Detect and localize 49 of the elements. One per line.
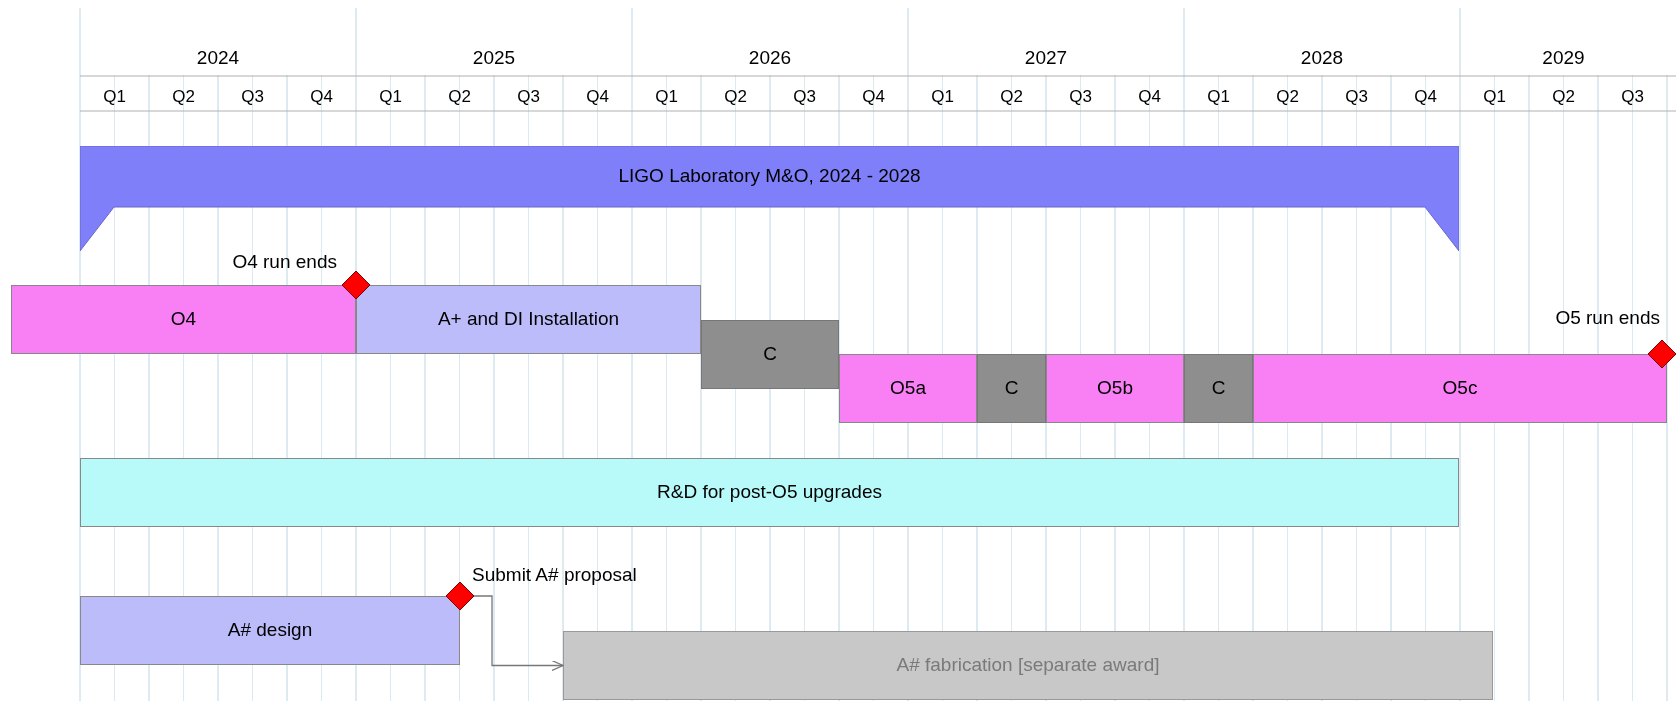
commissioning-bar: C bbox=[977, 354, 1046, 423]
milestone-label: O4 run ends bbox=[232, 252, 337, 271]
quarter-label: Q3 bbox=[1068, 86, 1093, 108]
commissioning-bar: C bbox=[701, 320, 839, 389]
run-bar: O5c bbox=[1253, 354, 1667, 423]
year-label: 2026 bbox=[747, 46, 793, 70]
commissioning-bar: C bbox=[1184, 354, 1253, 423]
task-bar: R&D for post-O5 upgrades bbox=[80, 458, 1459, 527]
quarter-label: Q1 bbox=[102, 86, 127, 108]
run-bar: O4 bbox=[11, 285, 356, 354]
milestone-label: O5 run ends bbox=[1555, 308, 1660, 327]
run-bar: O5b bbox=[1046, 354, 1184, 423]
task-bar: A# fabrication [separate award] bbox=[563, 631, 1493, 700]
quarter-label: Q3 bbox=[516, 86, 541, 108]
quarter-label: Q2 bbox=[1551, 86, 1576, 108]
quarter-label: Q4 bbox=[861, 86, 886, 108]
quarter-label: Q2 bbox=[171, 86, 196, 108]
quarter-label: Q3 bbox=[1620, 86, 1645, 108]
program-band bbox=[80, 146, 1459, 251]
band-label: LIGO Laboratory M&O, 2024 - 2028 bbox=[618, 164, 921, 189]
task-bar: A+ and DI Installation bbox=[356, 285, 701, 354]
quarter-label: Q1 bbox=[654, 86, 679, 108]
year-label: 2029 bbox=[1541, 46, 1586, 70]
quarter-label: Q1 bbox=[1206, 86, 1231, 108]
connector-arrow bbox=[473, 595, 564, 672]
year-label: 2028 bbox=[1299, 46, 1345, 70]
quarter-label: Q2 bbox=[1275, 86, 1300, 108]
quarter-label: Q4 bbox=[1413, 86, 1438, 108]
run-bar: O5a bbox=[839, 354, 977, 423]
milestone-label: Submit A# proposal bbox=[472, 565, 637, 584]
task-bar: A# design bbox=[80, 596, 460, 665]
milestone-diamond bbox=[342, 271, 370, 299]
year-label: 2027 bbox=[1023, 46, 1069, 70]
quarter-label: Q2 bbox=[447, 86, 472, 108]
quarter-label: Q1 bbox=[1482, 86, 1507, 108]
year-label: 2024 bbox=[195, 46, 241, 70]
milestone-diamond bbox=[446, 582, 474, 610]
quarter-label: Q1 bbox=[930, 86, 955, 108]
quarter-label: Q4 bbox=[1137, 86, 1162, 108]
quarter-label: Q3 bbox=[792, 86, 817, 108]
quarter-label: Q3 bbox=[1344, 86, 1369, 108]
quarter-label: Q2 bbox=[999, 86, 1024, 108]
quarter-label: Q3 bbox=[240, 86, 265, 108]
milestone-diamond bbox=[1648, 340, 1676, 368]
quarter-label: Q4 bbox=[309, 86, 334, 108]
year-label: 2025 bbox=[471, 46, 517, 70]
quarter-label: Q2 bbox=[723, 86, 748, 108]
quarter-label: Q4 bbox=[585, 86, 610, 108]
quarter-label: Q1 bbox=[378, 86, 403, 108]
